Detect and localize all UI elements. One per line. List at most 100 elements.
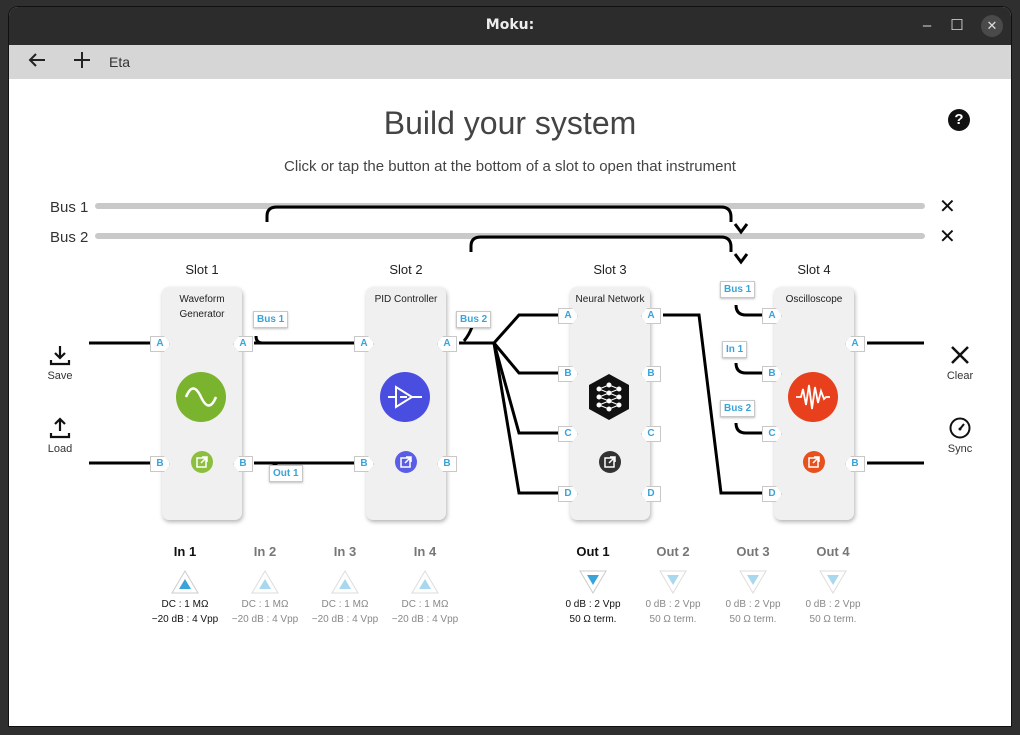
input1-up-icon[interactable] — [170, 569, 200, 597]
slot3-label: Slot 3 — [593, 262, 627, 277]
gauge-icon — [949, 417, 971, 439]
slot4-input-d[interactable]: D — [762, 486, 782, 502]
bus2-label: Bus 2 — [50, 229, 89, 246]
slot3-card[interactable]: Neural Network — [570, 287, 650, 520]
minimize-icon[interactable]: – — [922, 17, 932, 34]
slot1-out1-tag[interactable]: Out 1 — [269, 465, 303, 482]
page-subtitle: Click or tap the button at the bottom of… — [284, 158, 736, 175]
neural-network-icon — [584, 372, 634, 422]
app-window: Moku: – ☐ ✕ Eta Build your system Click … — [9, 7, 1011, 726]
slot2-card[interactable]: PID Controller — [366, 287, 446, 520]
slot3-output-b[interactable]: B — [641, 366, 661, 382]
output2-down-icon[interactable] — [658, 567, 688, 595]
output4-term: 50 Ω term. — [809, 614, 857, 625]
load-label: Load — [47, 443, 73, 455]
input3-coupling: DC : 1 MΩ — [321, 599, 369, 610]
slot2-label: Slot 2 — [389, 262, 423, 277]
device-tab[interactable]: Eta — [109, 54, 131, 70]
slot2-input-a[interactable]: A — [354, 336, 374, 352]
input2-coupling: DC : 1 MΩ — [241, 599, 289, 610]
slot3-input-c[interactable]: C — [558, 426, 578, 442]
output3-info: 0 dB : 2 Vpp 50 Ω term. — [708, 597, 798, 627]
slot1-label: Slot 1 — [185, 262, 219, 277]
slot1-bus1-tag[interactable]: Bus 1 — [253, 311, 289, 328]
slot3-output-d[interactable]: D — [641, 486, 661, 502]
output2-gain: 0 dB : 2 Vpp — [645, 599, 701, 610]
load-button[interactable]: Load — [30, 416, 90, 455]
download-icon — [49, 346, 71, 366]
slot2-instrument-name: PID Controller — [374, 294, 438, 305]
slot2-output-a[interactable]: A — [437, 336, 457, 352]
close-window-icon[interactable]: ✕ — [981, 15, 1003, 37]
sync-label: Sync — [947, 443, 973, 455]
back-arrow-icon[interactable] — [25, 50, 49, 74]
toolbar: Eta — [9, 45, 1011, 79]
add-plus-icon[interactable] — [70, 50, 94, 74]
slot3-output-c[interactable]: C — [641, 426, 661, 442]
slot4-card[interactable]: Oscilloscope — [774, 287, 854, 520]
input4-coupling: DC : 1 MΩ — [401, 599, 449, 610]
slot4-output-b[interactable]: B — [845, 456, 865, 472]
slot4-in1-tag[interactable]: In 1 — [722, 341, 748, 358]
output1-label: Out 1 — [576, 544, 610, 559]
bus1-close-icon[interactable]: ✕ — [939, 196, 956, 218]
input4-info: DC : 1 MΩ−20 dB : 4 Vpp — [380, 597, 470, 627]
sync-button[interactable]: Sync — [930, 416, 990, 455]
bus1-label: Bus 1 — [50, 199, 89, 216]
slot1-card[interactable]: Waveform Generator — [162, 287, 242, 520]
save-button[interactable]: Save — [30, 343, 90, 382]
slot1-input-a[interactable]: A — [150, 336, 170, 352]
slot2-open-icon[interactable] — [395, 451, 417, 473]
input3-label: In 3 — [333, 544, 357, 559]
output4-down-icon[interactable] — [818, 567, 848, 595]
clear-label: Clear — [946, 370, 974, 382]
input1-range: −20 dB : 4 Vpp — [151, 614, 219, 625]
slot2-output-b[interactable]: B — [437, 456, 457, 472]
input2-info: DC : 1 MΩ−20 dB : 4 Vpp — [220, 597, 310, 627]
output3-term: 50 Ω term. — [729, 614, 777, 625]
output3-down-icon[interactable] — [738, 567, 768, 595]
oscilloscope-icon — [788, 372, 838, 422]
title-bar: Moku: – ☐ ✕ — [9, 7, 1011, 45]
upload-icon — [49, 417, 71, 439]
slot3-input-a[interactable]: A — [558, 308, 578, 324]
slot3-open-icon[interactable] — [599, 451, 621, 473]
waveform-generator-icon — [176, 372, 226, 422]
slot1-open-icon[interactable] — [191, 451, 213, 473]
slot4-open-icon[interactable] — [803, 451, 825, 473]
slot4-output-a[interactable]: A — [845, 336, 865, 352]
slot3-input-d[interactable]: D — [558, 486, 578, 502]
slot4-bus2-tag[interactable]: Bus 2 — [720, 400, 756, 417]
page-title: Build your system — [383, 105, 637, 141]
slot2-bus2-tag[interactable]: Bus 2 — [456, 311, 492, 328]
maximize-icon[interactable]: ☐ — [950, 17, 964, 34]
slot3-instrument-name: Neural Network — [575, 294, 645, 305]
help-icon[interactable]: ? — [948, 109, 970, 131]
input1-coupling: DC : 1 MΩ — [161, 599, 209, 610]
input3-info: DC : 1 MΩ −20 dB : 4 Vpp — [300, 597, 390, 627]
input2-up-icon[interactable] — [250, 569, 280, 597]
clear-x-icon — [951, 346, 969, 364]
slot1-input-b[interactable]: B — [150, 456, 170, 472]
slot4-input-b[interactable]: B — [762, 366, 782, 382]
slot3-input-b[interactable]: B — [558, 366, 578, 382]
slot1-output-a[interactable]: A — [233, 336, 253, 352]
input3-up-icon[interactable] — [330, 569, 360, 597]
output1-down-icon[interactable] — [578, 567, 608, 595]
output2-term: 50 Ω term. — [649, 614, 697, 625]
slot1-output-b[interactable]: B — [233, 456, 253, 472]
slot2-input-b[interactable]: B — [354, 456, 374, 472]
slot1-instrument-name: Waveform Generator — [179, 294, 225, 320]
slot3-output-a[interactable]: A — [641, 308, 661, 324]
output3-gain: 0 dB : 2 Vpp — [725, 599, 781, 610]
input3-range: −20 dB : 4 Vpp — [311, 614, 379, 625]
output1-term: 50 Ω term. — [569, 614, 617, 625]
input4-up-icon[interactable] — [410, 569, 440, 597]
clear-button[interactable]: Clear — [930, 343, 990, 382]
bus2-close-icon[interactable]: ✕ — [939, 226, 956, 248]
slot4-input-c[interactable]: C — [762, 426, 782, 442]
slot4-bus1-tag[interactable]: Bus 1 — [720, 281, 756, 298]
bus1-to-slot4-wire — [265, 205, 733, 222]
slot4-input-a[interactable]: A — [762, 308, 782, 324]
